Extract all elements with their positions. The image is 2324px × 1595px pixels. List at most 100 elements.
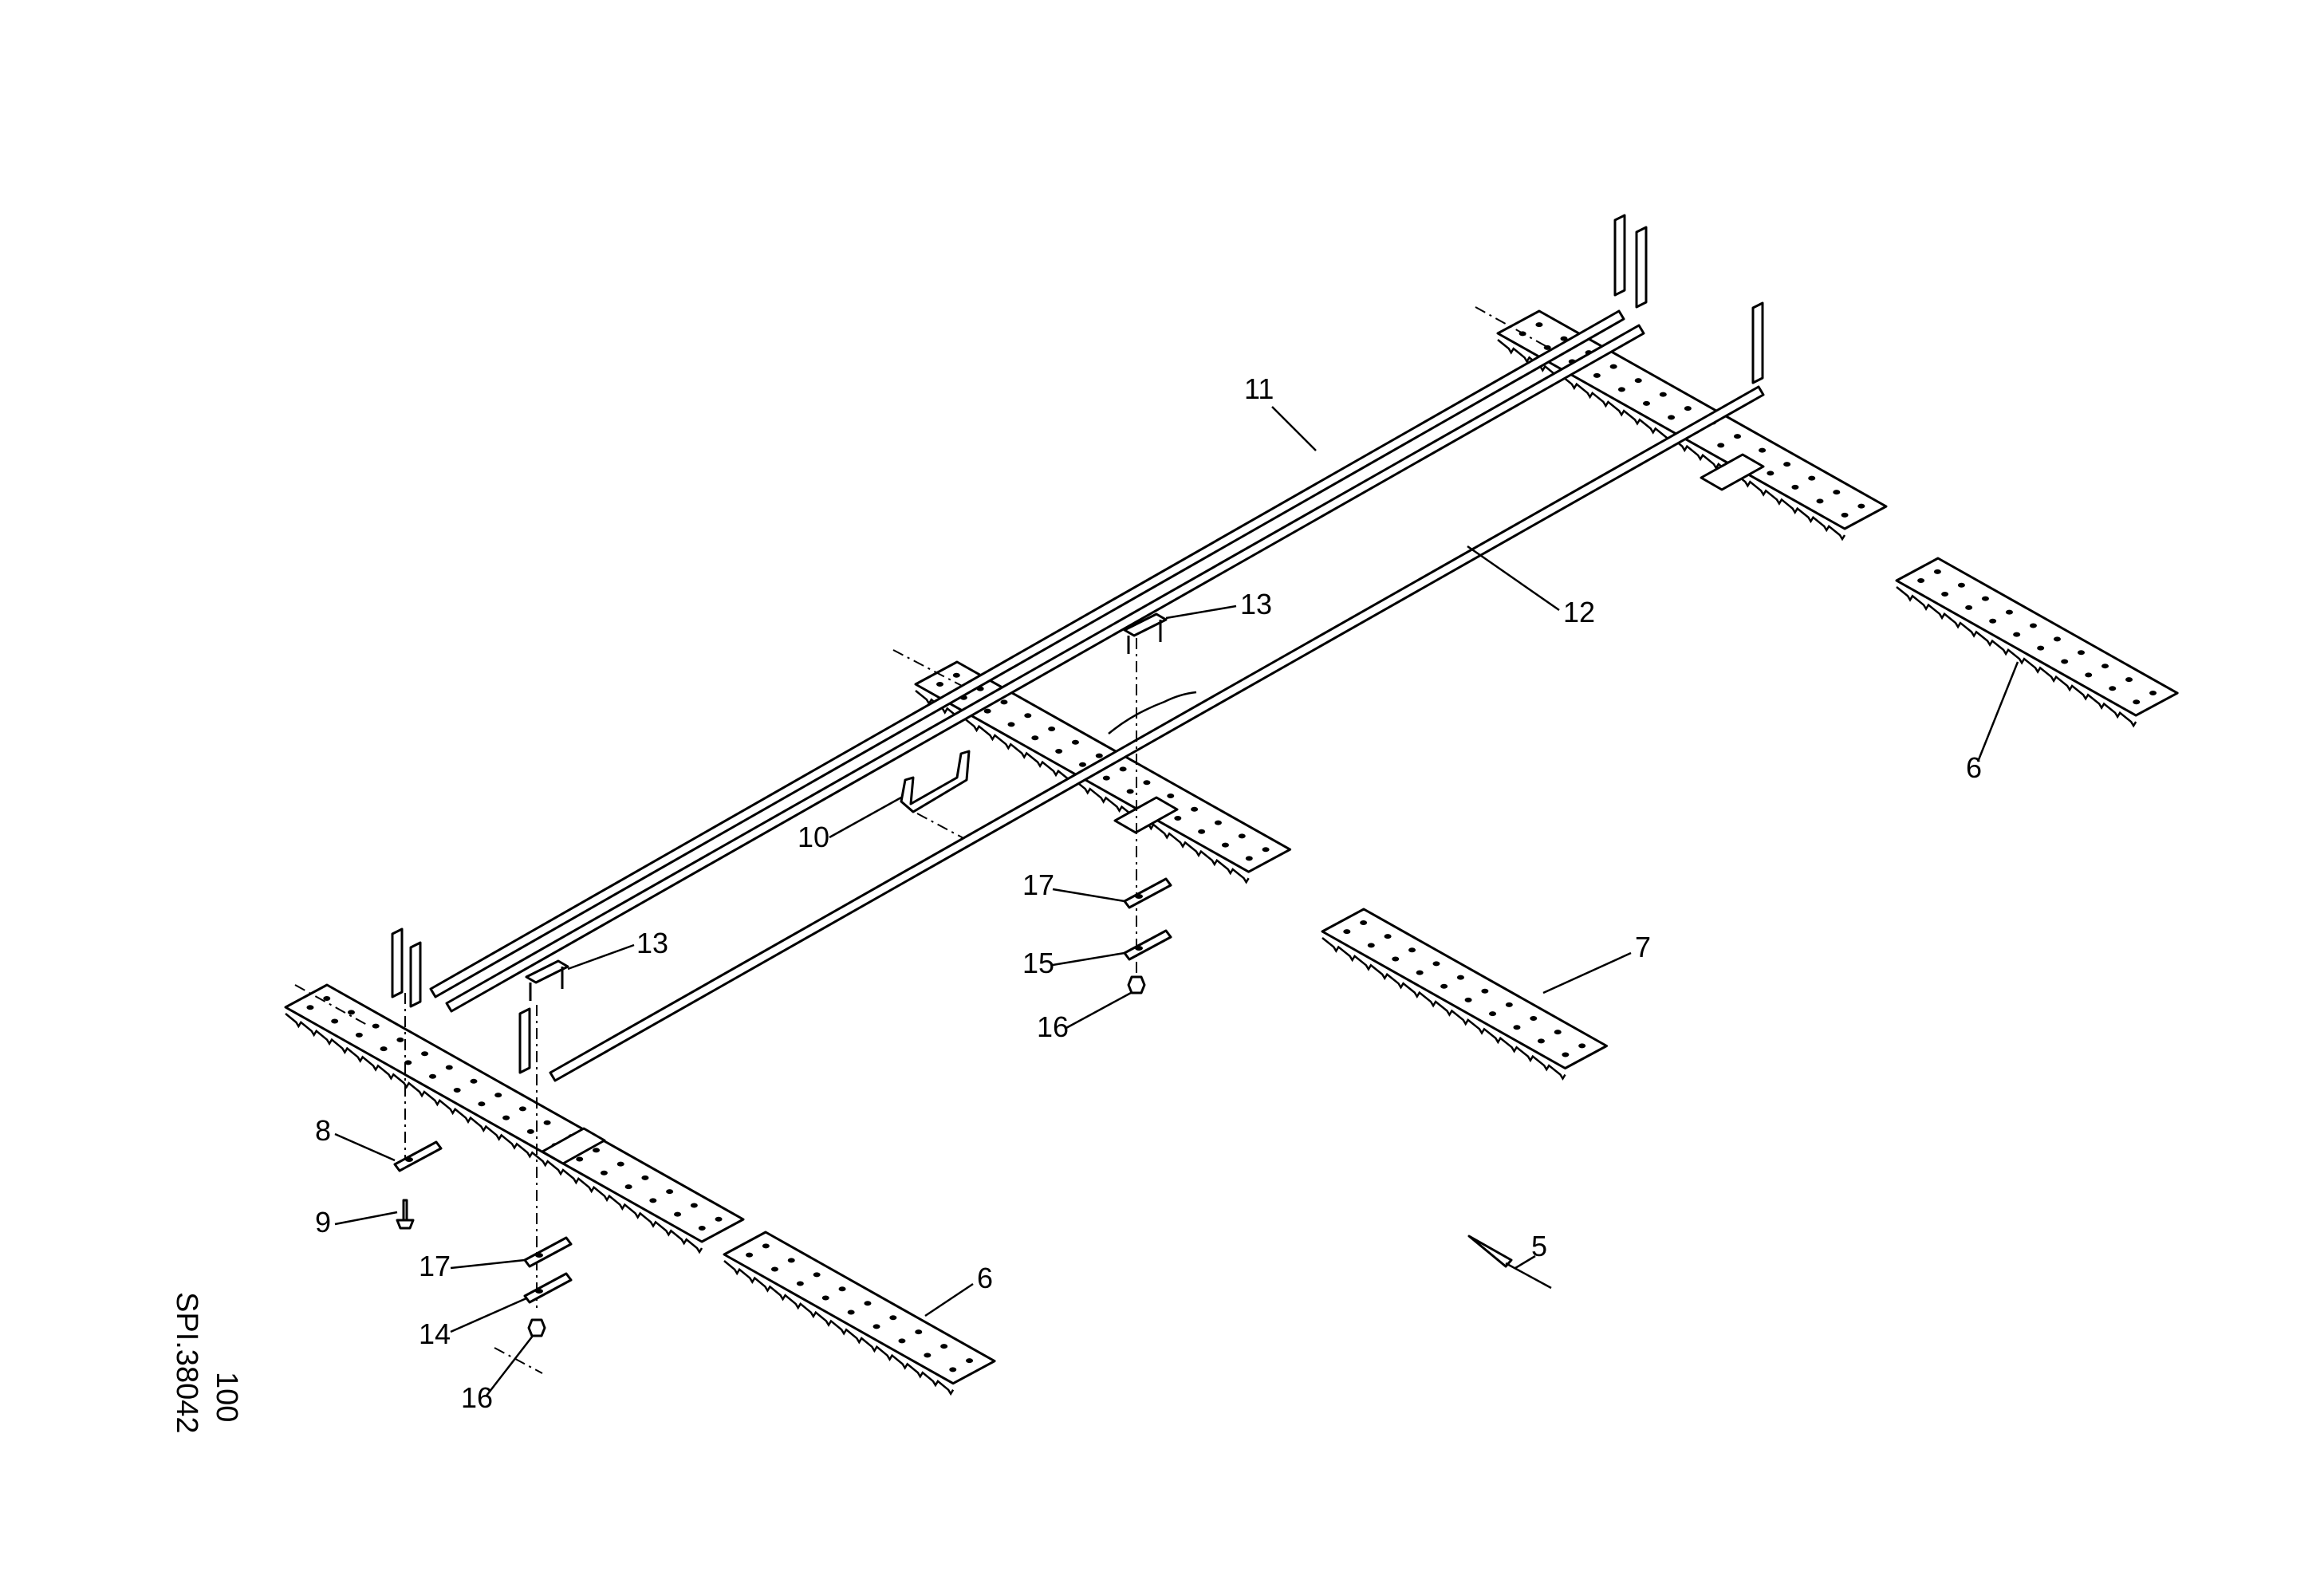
belt-loose-6-rear-hole bbox=[1989, 618, 1997, 624]
bolt-set-13-rear bbox=[1123, 612, 1168, 654]
callout-label-12: 12 bbox=[1563, 596, 1595, 628]
belt-loose-7-outline bbox=[1321, 908, 1608, 1069]
callout-label-5: 5 bbox=[1531, 1230, 1547, 1262]
belt-loose-6-front-hole bbox=[966, 1358, 974, 1364]
belt-loose-7-hole bbox=[1489, 1011, 1497, 1017]
belt-loose-6-front-hole bbox=[864, 1301, 872, 1306]
belt-loose-7-hole bbox=[1562, 1052, 1570, 1057]
belt-loose-7-hole bbox=[1481, 988, 1489, 994]
clamp-plate-14 bbox=[523, 1272, 573, 1304]
bracket-part-10 bbox=[900, 750, 971, 813]
callout-label-13: 13 bbox=[1240, 588, 1272, 620]
page-number: 100 bbox=[210, 1372, 243, 1422]
belt-loose-6-front-hole bbox=[838, 1286, 846, 1292]
belt-joined-rear-hole bbox=[1734, 434, 1742, 439]
belt-loose-7 bbox=[1321, 908, 1608, 1081]
belt-joined-rear-hole bbox=[1783, 462, 1791, 467]
belt-joined-front-hole bbox=[593, 1148, 601, 1153]
belt-loose-6-rear bbox=[1895, 557, 2179, 728]
joint-plate-rear bbox=[1700, 453, 1765, 491]
guide-rails bbox=[391, 214, 1765, 1082]
clamp-plate-8 bbox=[393, 1140, 443, 1172]
leader-line-c15 bbox=[1052, 951, 1125, 967]
belt-joined-rear-hole bbox=[1841, 512, 1849, 518]
belt-loose-6-rear-teeth bbox=[1896, 586, 2137, 728]
belt-loose-6-front-hole bbox=[770, 1266, 778, 1272]
leader-line-c6b bbox=[1976, 661, 2019, 762]
leader-line-c17b bbox=[1052, 888, 1125, 903]
belt-loose-6-front-hole bbox=[949, 1367, 957, 1372]
belt-loose-6-rear-hole bbox=[1981, 596, 1989, 601]
leader-line-c5 bbox=[1515, 1254, 1536, 1270]
belt-joined-rear-hole bbox=[1833, 490, 1841, 495]
belt-loose-6-rear-hole bbox=[2109, 686, 2117, 691]
belt-loose-6-front-hole bbox=[787, 1258, 795, 1263]
belt-loose-6-rear-hole bbox=[2077, 650, 2085, 656]
leader-line-c16a bbox=[486, 1335, 534, 1396]
callout-label-16: 16 bbox=[1037, 1010, 1069, 1043]
belt-loose-7-hole bbox=[1432, 961, 1440, 967]
belt-loose-7-hole bbox=[1530, 1016, 1538, 1022]
belt-loose-6-front-hole bbox=[821, 1295, 829, 1301]
rail-bracket-front-2 bbox=[409, 941, 422, 1008]
belt-loose-6-rear-outline bbox=[1895, 557, 2179, 717]
belt-loose-6-front-hole bbox=[847, 1309, 855, 1315]
belt-joined-front-hole bbox=[421, 1051, 429, 1057]
leader-line-c9 bbox=[334, 1211, 398, 1226]
belt-joined-rear-hole bbox=[1684, 406, 1692, 412]
belt-loose-6-front bbox=[723, 1231, 996, 1396]
belt-joined-middle-hole bbox=[983, 708, 991, 714]
belt-loose-6-front-hole bbox=[889, 1315, 897, 1321]
belt-joined-front bbox=[284, 983, 745, 1254]
belt-loose-7-hole bbox=[1416, 970, 1424, 975]
belt-loose-6-rear-hole bbox=[2013, 632, 2021, 637]
callout-label-9: 9 bbox=[315, 1206, 331, 1239]
rail-bracket-rear-2 bbox=[1635, 226, 1648, 309]
belt-joined-middle-hole bbox=[1238, 833, 1246, 839]
belt-joined-middle-hole bbox=[1143, 780, 1151, 786]
belt-loose-6-front-hole bbox=[813, 1272, 821, 1278]
leader-line-c11 bbox=[1271, 406, 1317, 451]
belt-loose-6-front-hole bbox=[924, 1353, 932, 1358]
belt-loose-6-rear-hole bbox=[1933, 569, 1941, 574]
callout-label-6: 6 bbox=[1966, 751, 1982, 784]
rail-12 bbox=[549, 385, 1765, 1082]
belt-loose-6-rear-hole bbox=[1941, 591, 1949, 597]
belt-joined-rear-outline bbox=[1496, 309, 1888, 530]
belt-end-line-1 bbox=[892, 649, 966, 688]
belt-loose-7-teeth bbox=[1322, 937, 1566, 1081]
belt-joined-front-hole bbox=[666, 1189, 674, 1195]
leader-line-c16b bbox=[1064, 991, 1132, 1030]
leader-line-c13b bbox=[1165, 605, 1237, 620]
rail-12-bar bbox=[549, 385, 1765, 1082]
belt-loose-7-hole bbox=[1408, 947, 1416, 953]
nut-part-16-rear bbox=[1127, 975, 1146, 994]
callout-label-17: 17 bbox=[419, 1250, 451, 1282]
clamp-plate-14-hole bbox=[535, 1289, 543, 1294]
belt-end-line-2 bbox=[1475, 306, 1548, 348]
belt-loose-6-rear-hole bbox=[2125, 677, 2133, 683]
rail-junction-curve bbox=[1108, 691, 1197, 734]
belt-end-line-0 bbox=[294, 984, 368, 1026]
belt-joined-rear-hole bbox=[1767, 471, 1775, 476]
belt-loose-6-rear-hole bbox=[2037, 645, 2045, 651]
belt-joined-rear-hole bbox=[1634, 378, 1642, 384]
rail-11-lower bbox=[445, 324, 1645, 1013]
belt-joined-rear-hole bbox=[1759, 447, 1767, 453]
callout-leaders bbox=[334, 406, 2019, 1396]
belt-joined-rear-hole bbox=[1642, 400, 1650, 406]
rail-bracket-front-3 bbox=[518, 1007, 531, 1074]
belt-joined-rear-hole bbox=[1857, 503, 1865, 509]
belt-joined-front-hole bbox=[478, 1101, 486, 1107]
callout-label-16: 16 bbox=[461, 1381, 493, 1414]
belt-joined-front-hole bbox=[600, 1170, 608, 1176]
belt-joined-front-hole bbox=[502, 1115, 510, 1120]
belt-joined-front-hole bbox=[453, 1088, 461, 1093]
belt-loose-6-rear-hole bbox=[1965, 605, 1973, 610]
belt-joined-front-hole bbox=[323, 996, 331, 1002]
belt-joined-rear-hole bbox=[1659, 392, 1667, 397]
fastener-hardware bbox=[393, 612, 1552, 1337]
belt-loose-6-front-hole bbox=[796, 1281, 804, 1286]
belt-joined-front-hole bbox=[698, 1225, 706, 1231]
